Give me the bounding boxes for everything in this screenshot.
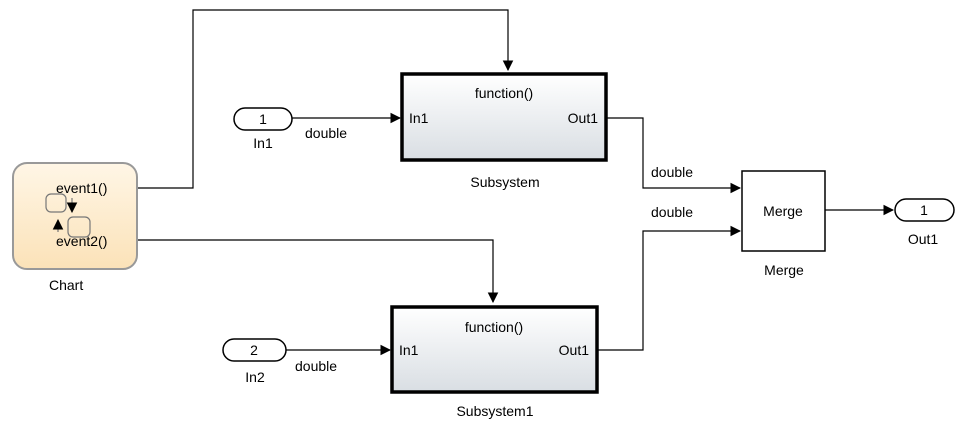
chart-block[interactable]: event1() event2() Chart: [12, 162, 138, 293]
outport-out1-name: Out1: [908, 231, 939, 247]
subsystem1-in-port: In1: [399, 342, 419, 358]
subsystem1-trigger-label: function(): [465, 319, 523, 335]
subsystem1-out-port: Out1: [559, 342, 590, 358]
merge-name: Merge: [764, 262, 804, 278]
inport-in2-name: In2: [245, 369, 265, 385]
stateflow-icon: [45, 193, 91, 238]
subsystem1-body[interactable]: [390, 305, 599, 394]
subsystem-trigger-label: function(): [475, 85, 533, 101]
inport-in1-name: In1: [253, 135, 273, 151]
signal-label-in2: double: [295, 358, 337, 374]
merge-body[interactable]: [741, 170, 826, 252]
signal-label-subsystem1-out: double: [651, 204, 693, 220]
inport-in1-number: 1: [259, 111, 267, 127]
subsystem1-block[interactable]: function() In1 Out1 Subsystem1: [390, 305, 599, 419]
wire-event2-to-subsystem1[interactable]: [138, 239, 499, 304]
subsystem-block[interactable]: function() In1 Out1 Subsystem: [400, 72, 608, 190]
chart-port-event2: event2(): [56, 233, 107, 249]
signal-label-in1: double: [305, 125, 347, 141]
inport-in2[interactable]: 2 In2: [222, 338, 287, 385]
subsystem1-name: Subsystem1: [456, 403, 533, 419]
wire-subsystem1-to-merge[interactable]: [597, 225, 742, 351]
subsystem-name: Subsystem: [470, 174, 539, 190]
outport-out1[interactable]: 1 Out1: [894, 198, 955, 247]
chart-port-event1: event1(): [56, 180, 107, 196]
chart-name: Chart: [49, 277, 83, 293]
wires: [138, 9, 895, 356]
outport-out1-number: 1: [920, 202, 928, 218]
merge-block[interactable]: Merge Merge: [741, 170, 826, 278]
subsystem-out-port: Out1: [568, 110, 599, 126]
subsystem-in-port: In1: [409, 110, 429, 126]
chart-body[interactable]: [12, 162, 138, 270]
wire-event1-to-subsystem[interactable]: [138, 9, 514, 189]
merge-label: Merge: [763, 203, 803, 219]
subsystem-body[interactable]: [400, 72, 608, 162]
inport-in1[interactable]: 1 In1: [233, 107, 293, 151]
wire-subsystem-to-merge[interactable]: [606, 117, 742, 194]
signal-label-subsystem-out: double: [651, 164, 693, 180]
inport-in2-number: 2: [250, 342, 258, 358]
